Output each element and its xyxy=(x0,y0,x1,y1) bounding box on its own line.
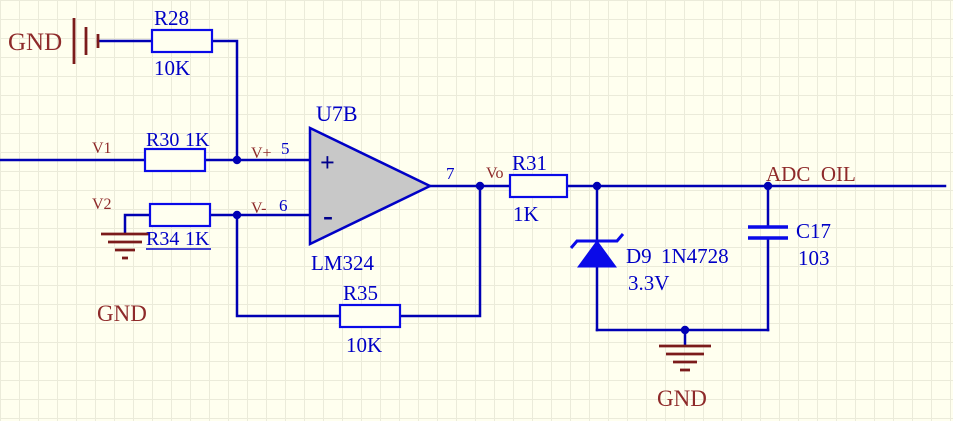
net-label-v1[interactable]: V1 xyxy=(92,140,112,157)
designator-r30[interactable]: R30 xyxy=(146,129,179,151)
resistor-r34-body[interactable] xyxy=(148,202,212,228)
capacitor-c17-symbol[interactable] xyxy=(748,225,788,240)
power-label-gnd-top-left[interactable]: GND xyxy=(8,29,62,56)
designator-r31[interactable]: R31 xyxy=(512,151,547,175)
resistor-r30-body[interactable] xyxy=(143,147,207,173)
power-label-gnd-left[interactable]: GND xyxy=(97,301,147,326)
value-r31[interactable]: 1K xyxy=(513,202,539,226)
junction-dot xyxy=(680,325,690,335)
resistor-r31-body[interactable] xyxy=(508,173,569,199)
net-label-vplus[interactable]: V+ xyxy=(251,145,272,162)
ground-symbol-bottom[interactable] xyxy=(659,344,711,372)
power-label-gnd-bottom[interactable]: GND xyxy=(657,386,707,411)
designator-c17[interactable]: C17 xyxy=(796,219,831,243)
resistor-r35-body[interactable] xyxy=(338,303,402,329)
opamp-plus-sign: + xyxy=(320,148,335,177)
value-d9[interactable]: 3.3V xyxy=(628,271,669,295)
opamp-u7b-body[interactable] xyxy=(308,126,433,246)
part-lm324[interactable]: LM324 xyxy=(311,251,375,275)
net-label-adc-oil[interactable]: ADC OIL xyxy=(766,162,856,186)
wire-feedback-right[interactable] xyxy=(398,184,482,318)
designator-r35[interactable]: R35 xyxy=(343,281,378,305)
resistor-r28-body[interactable] xyxy=(150,28,214,54)
value-r34[interactable]: 1K xyxy=(185,228,210,250)
junction-dot xyxy=(475,181,485,191)
designator-u7b[interactable]: U7B xyxy=(316,101,358,126)
value-r28[interactable]: 10K xyxy=(154,56,190,80)
junction-dot xyxy=(232,210,242,220)
net-label-vminus[interactable]: V- xyxy=(251,200,266,217)
designator-d9[interactable]: D9 xyxy=(626,244,652,268)
ground-symbol-top-left[interactable] xyxy=(72,18,100,64)
designator-r28[interactable]: R28 xyxy=(154,6,189,30)
net-label-v2[interactable]: V2 xyxy=(92,196,112,213)
junction-dot xyxy=(592,181,602,191)
value-r35[interactable]: 10K xyxy=(346,333,382,357)
wire-v2-gnd-to-r34[interactable] xyxy=(123,213,152,235)
net-label-vo[interactable]: Vo xyxy=(486,165,504,182)
wire-feedback-left[interactable] xyxy=(235,213,342,318)
value-r30[interactable]: 1K xyxy=(185,129,210,151)
opamp-minus-sign: - xyxy=(323,199,333,232)
wire-r28-to-vplus[interactable] xyxy=(210,39,239,162)
pin-number-7: 7 xyxy=(446,164,455,183)
value-c17[interactable]: 103 xyxy=(798,246,830,270)
zener-diode-d9-symbol[interactable] xyxy=(569,233,625,268)
pin-number-6: 6 xyxy=(279,196,288,215)
part-1n4728[interactable]: 1N4728 xyxy=(661,244,729,268)
pin-number-5: 5 xyxy=(281,139,290,158)
junction-dot xyxy=(763,181,773,191)
ground-symbol-left[interactable] xyxy=(101,232,149,260)
designator-r34[interactable]: R34 xyxy=(146,228,179,250)
junction-dot xyxy=(232,155,242,165)
